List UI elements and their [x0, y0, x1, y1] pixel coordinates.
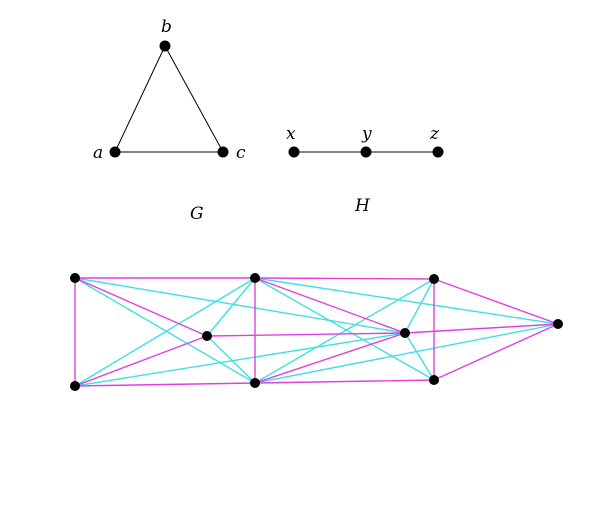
product-vertex-F	[553, 319, 563, 329]
cyan-edge-H-F	[254, 323, 559, 384]
cyan-edge-D-B	[206, 277, 256, 337]
cyan-edge-A-E	[74, 277, 406, 334]
vertex-y	[360, 146, 372, 158]
edge-b-c	[164, 45, 224, 153]
vertex-z	[432, 146, 444, 158]
cyan-edge-D-H	[206, 335, 256, 384]
product-vertex-G	[70, 381, 80, 391]
vertex-c	[217, 146, 229, 158]
graph-h-title: H	[354, 196, 371, 216]
product-graph	[70, 273, 563, 391]
magenta-edge-D-E	[206, 332, 406, 337]
magenta-edge-A-D	[74, 277, 208, 337]
cyan-edge-A-H	[74, 277, 256, 384]
graph-h	[288, 146, 444, 158]
magenta-edge-G-D	[74, 335, 208, 387]
label-y: y	[361, 124, 372, 144]
cyan-edge-E-I	[404, 332, 435, 381]
edge-a-b	[114, 45, 166, 153]
graph-g-title: G	[190, 204, 204, 224]
cyan-edge-H-C	[254, 278, 435, 384]
label-a: a	[93, 143, 103, 163]
magenta-edge-E-F	[404, 323, 559, 334]
magenta-edge-B-E	[254, 277, 406, 334]
product-vertex-I	[429, 375, 439, 385]
product-vertex-C	[429, 274, 439, 284]
product-vertex-E	[400, 328, 410, 338]
magenta-edge-H-E	[254, 332, 406, 384]
magenta-edge-C-F	[433, 278, 559, 325]
vertex-a	[109, 146, 121, 158]
graph-g	[109, 40, 229, 158]
label-x: x	[286, 124, 296, 144]
magenta-edge-I-F	[433, 323, 559, 381]
magenta-edge-H-I	[254, 379, 435, 384]
cyan-edge-G-B	[74, 277, 256, 387]
cyan-edge-G-E	[74, 332, 406, 387]
label-c: c	[236, 143, 246, 163]
vertex-x	[288, 146, 300, 158]
product-vertex-H	[250, 378, 260, 388]
label-z: z	[429, 124, 440, 144]
cyan-edge-E-C	[404, 278, 435, 334]
cyan-edge-B-I	[254, 277, 435, 381]
product-vertex-B	[250, 273, 260, 283]
product-vertex-A	[70, 273, 80, 283]
magenta-edge-G-H	[74, 382, 256, 387]
cyan-edge-B-F	[254, 277, 559, 325]
label-b: b	[161, 17, 172, 37]
product-vertex-D	[202, 331, 212, 341]
vertex-b	[159, 40, 171, 52]
magenta-edge-B-C	[254, 277, 435, 280]
